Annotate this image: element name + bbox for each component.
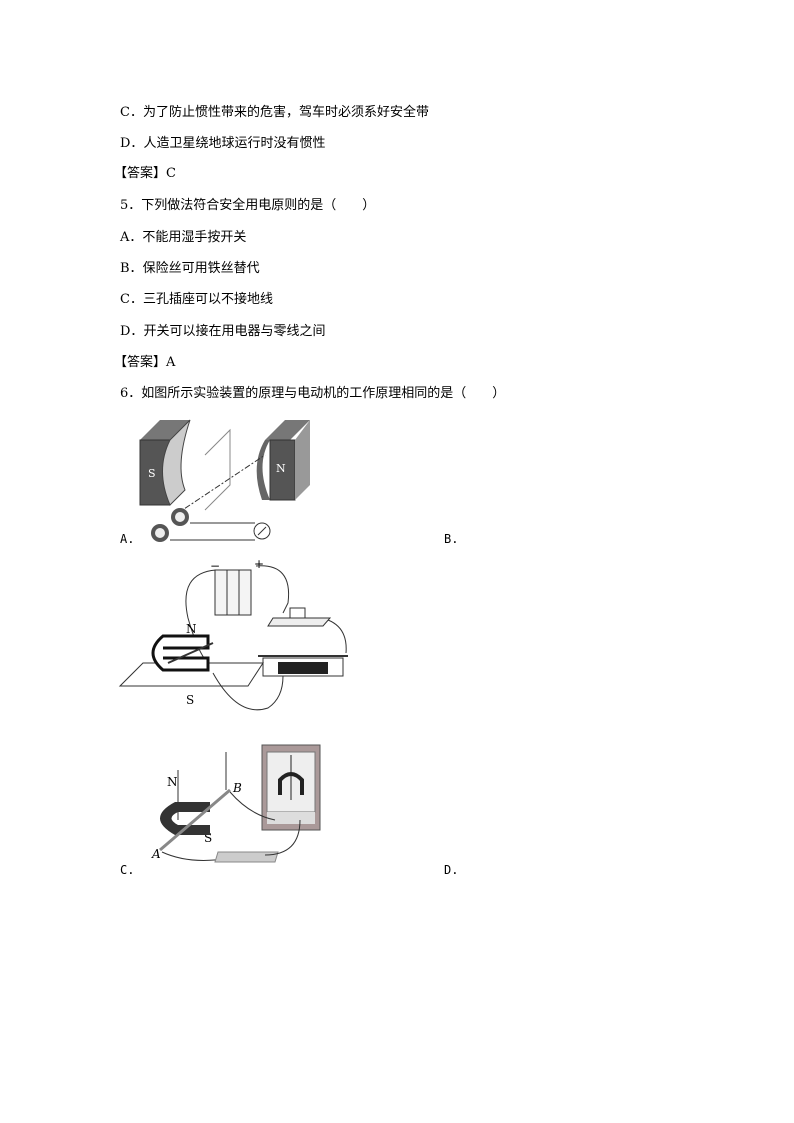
answer-prev: 【答案】C <box>114 166 176 181</box>
option-text: 开关可以接在用电器与零线之间 <box>143 324 326 339</box>
figure-a-label: A. <box>120 532 135 546</box>
q5-option-a: A．不能用湿手按开关 <box>120 230 246 246</box>
magnet-s-label: S <box>186 693 194 707</box>
wire-a-label: A <box>151 847 161 861</box>
option-text: 为了防止惯性带来的危害，驾车时必须系好安全带 <box>142 105 429 120</box>
option-c-prev: C．为了防止惯性带来的危害，驾车时必须系好安全带 <box>120 105 429 121</box>
magnet-n-label: N <box>167 775 178 789</box>
magnet-s-label: S <box>148 467 156 480</box>
option-text: 不能用湿手按开关 <box>142 230 247 245</box>
question-5-stem: 5．下列做法符合安全用电原则的是（ ） <box>120 198 376 213</box>
option-letter: A． <box>120 230 143 245</box>
option-text: 保险丝可用铁丝替代 <box>142 261 260 276</box>
battery-minus-label: − <box>210 559 220 573</box>
q5-option-b: B．保险丝可用铁丝替代 <box>120 261 260 277</box>
option-text: 三孔插座可以不接地线 <box>142 292 273 307</box>
battery-plus-label: + <box>254 558 264 571</box>
option-letter: B． <box>120 261 143 276</box>
figure-b-label: B. <box>444 532 459 546</box>
option-letter: C． <box>120 105 143 120</box>
option-letter: C． <box>120 292 143 307</box>
option-text: 人造卫星绕地球运行时没有惯性 <box>143 136 326 151</box>
wire-b-label: B <box>232 781 242 795</box>
option-d-prev: D．人造卫星绕地球运行时没有惯性 <box>120 136 325 152</box>
q5-option-d: D．开关可以接在用电器与零线之间 <box>120 324 325 340</box>
figure-b-motor: − + N S <box>118 558 348 711</box>
answer-q5: 【答案】A <box>114 355 176 370</box>
magnet-n-label: N <box>186 622 197 636</box>
figure-c-galvanometer: N S B A <box>151 744 321 863</box>
option-letter: D． <box>120 324 144 339</box>
question-6-stem: 6．如图所示实验装置的原理与电动机的工作原理相同的是（ ） <box>120 386 506 401</box>
figure-c-label: C. <box>120 863 135 877</box>
figure-d-label: D. <box>444 863 459 877</box>
figure-a-generator: S N <box>139 419 310 542</box>
magnet-s-label: S <box>204 831 212 845</box>
q5-option-c: C．三孔插座可以不接地线 <box>120 292 273 308</box>
option-letter: D． <box>120 136 144 151</box>
magnet-n-label: N <box>276 462 286 475</box>
